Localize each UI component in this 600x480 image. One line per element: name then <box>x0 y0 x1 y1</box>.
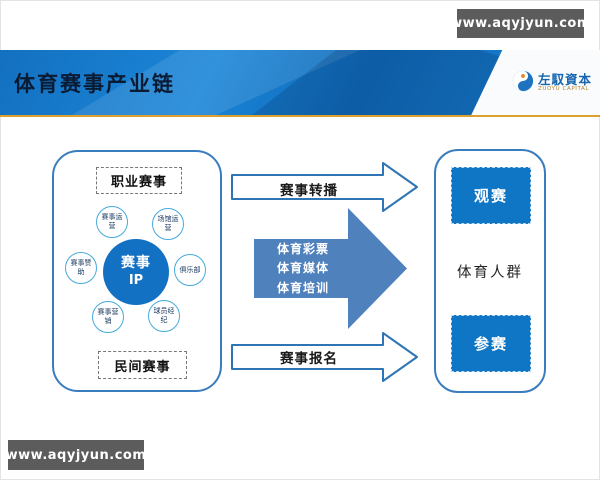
derivatives-line-training: 体育培训 <box>276 280 329 295</box>
broadcast-arrow-label: 赛事转播 <box>280 183 338 199</box>
page-title: 体育赛事产业链 <box>14 71 175 96</box>
satellite-event-marketing: 赛事营销 <box>92 301 124 333</box>
derivatives-arrow-text: 体育彩票 体育媒体 体育培训 <box>256 240 350 298</box>
derivatives-arrow-shape <box>254 208 407 329</box>
derivatives-line-media: 体育媒体 <box>276 261 329 276</box>
logo-subtitle: ZUOYU CAPITAL <box>537 86 590 93</box>
satellite-player-agency: 球员经纪 <box>148 300 180 332</box>
satellite-club: 俱乐部 <box>174 254 206 286</box>
satellite-venue-operation: 场馆运营 <box>152 208 184 240</box>
amateur-events-box: 民间赛事 <box>98 351 187 379</box>
logo-name: 左馭資本 <box>537 71 592 87</box>
broadcast-arrow-shape <box>231 162 418 212</box>
satellite-event-sponsorship: 赛事赞助 <box>65 252 97 284</box>
logo-swirl-icon <box>512 70 534 96</box>
events-supply-panel: 职业赛事 赛事运营 场馆运营 赛事赞助 俱乐部 赛事营销 球员经纪 赛事 IP … <box>52 150 222 392</box>
watermark-bottom: www.aqyjyun.com <box>6 440 146 470</box>
sports-population-label: 体育人群 <box>457 265 523 281</box>
registration-arrow-label: 赛事报名 <box>280 351 338 367</box>
participate-events-box: 参赛 <box>451 315 531 372</box>
header-band: 体育赛事产业链 左馭資本 ZUOYU CAPITAL <box>0 50 600 115</box>
event-ip-line2: IP <box>128 272 144 288</box>
zuoyu-capital-logo: 左馭資本 ZUOYU CAPITAL <box>512 70 592 96</box>
derivatives-line-lottery: 体育彩票 <box>276 242 329 256</box>
event-ip-line1: 赛事 <box>121 255 151 272</box>
event-ip-circle: 赛事 IP <box>103 239 169 305</box>
registration-arrow-shape <box>231 332 418 382</box>
watch-events-box: 观赛 <box>451 167 531 224</box>
professional-events-box: 职业赛事 <box>96 167 182 194</box>
header-gold-divider <box>0 115 600 117</box>
satellite-event-operation: 赛事运营 <box>96 206 128 238</box>
watermark-top: www.aqyjyun.com <box>450 9 590 38</box>
sports-population-panel: 观赛 体育人群 参赛 <box>434 149 546 393</box>
